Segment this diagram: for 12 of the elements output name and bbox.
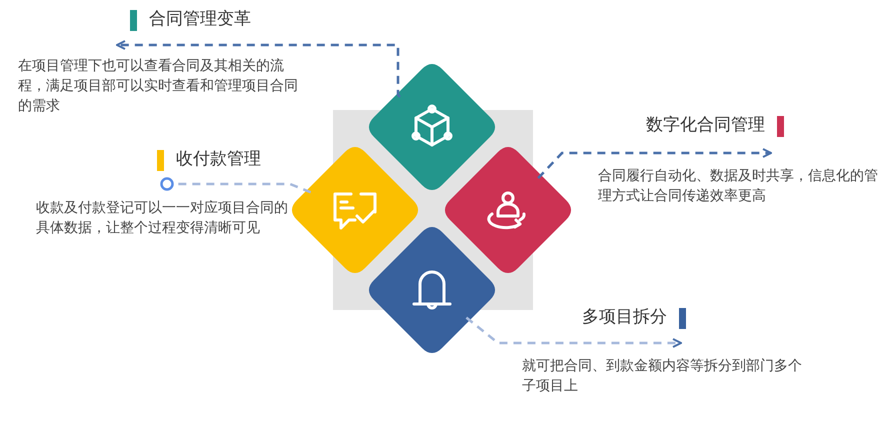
- dashed-connector: [116, 40, 402, 98]
- dashed-connector: [537, 148, 772, 180]
- dashed-connector: [160, 177, 312, 194]
- heading: 收付款管理: [176, 148, 261, 172]
- description-text: 合同履行自动化、数据及时共享，信息化的管理方式让合同传递效率更高: [598, 167, 879, 206]
- heading: 多项目拆分: [582, 306, 667, 330]
- heading: 合同管理变革: [149, 8, 251, 32]
- description-text: 就可把合同、到款金额内容等拆分到部门多个子项目上: [522, 357, 803, 396]
- heading: 数字化合同管理: [646, 114, 765, 138]
- description-text: 收款及付款登记可以一一对应项目合同的具体数据，让整个过程变得清晰可见: [36, 199, 288, 238]
- dashed-connector: [466, 316, 682, 348]
- description-text: 在项目管理下也可以查看合同及其相关的流程，满足项目部可以实时查看和管理项目合同的需求: [18, 57, 299, 116]
